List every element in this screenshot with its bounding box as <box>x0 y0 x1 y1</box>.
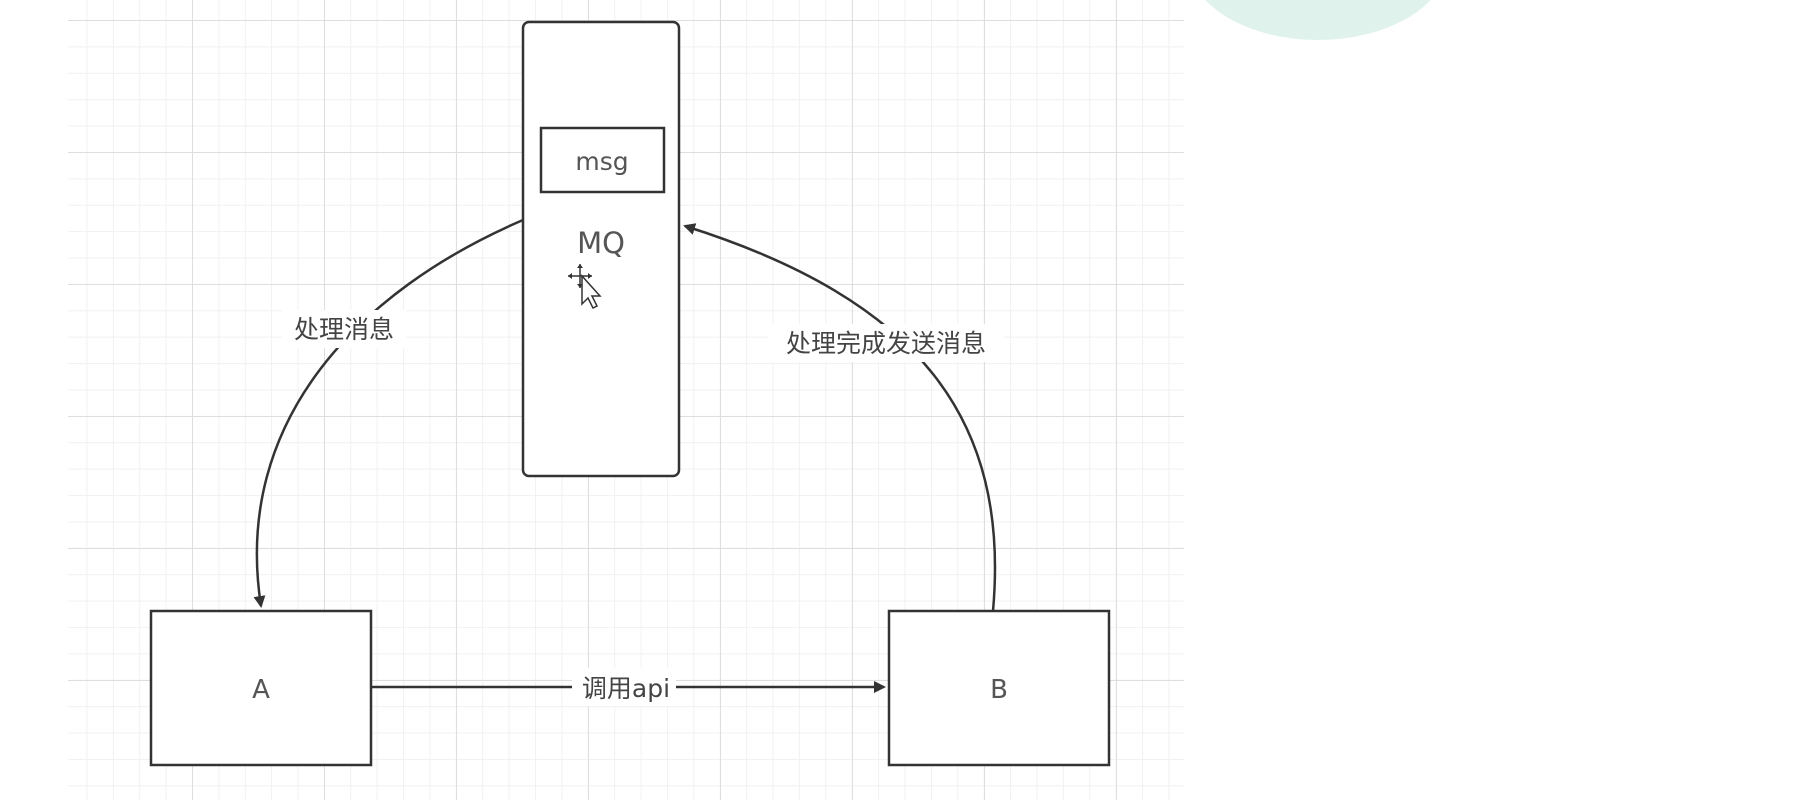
b-label: B <box>990 675 1008 705</box>
a-box[interactable] <box>149 609 373 767</box>
edge-label-bg-mq-to-a <box>282 310 406 348</box>
edge-label-bg-b-to-mq <box>768 324 1004 362</box>
a-label: A <box>252 675 270 705</box>
b-box[interactable] <box>887 609 1111 767</box>
msg-box[interactable] <box>539 126 666 194</box>
edge-label-b-to-mq: 处理完成发送消息 <box>786 329 986 358</box>
edge-label-bg-a-to-b <box>572 668 676 706</box>
b-node[interactable]: B <box>887 609 1111 767</box>
edge-label-mq-to-a: 处理消息 <box>294 315 394 344</box>
mq-node[interactable]: MQ <box>521 20 681 478</box>
edge-b-to-mq[interactable] <box>683 223 997 612</box>
msg-label: msg <box>575 147 628 176</box>
a-node[interactable]: A <box>149 609 373 767</box>
mouse-cursor-icon <box>568 264 602 310</box>
msg-node[interactable]: msg <box>539 126 666 194</box>
mq-label: MQ <box>577 226 625 260</box>
edge-label-a-to-b: 调用api <box>582 674 670 703</box>
edge-mq-to-a[interactable] <box>253 218 524 608</box>
